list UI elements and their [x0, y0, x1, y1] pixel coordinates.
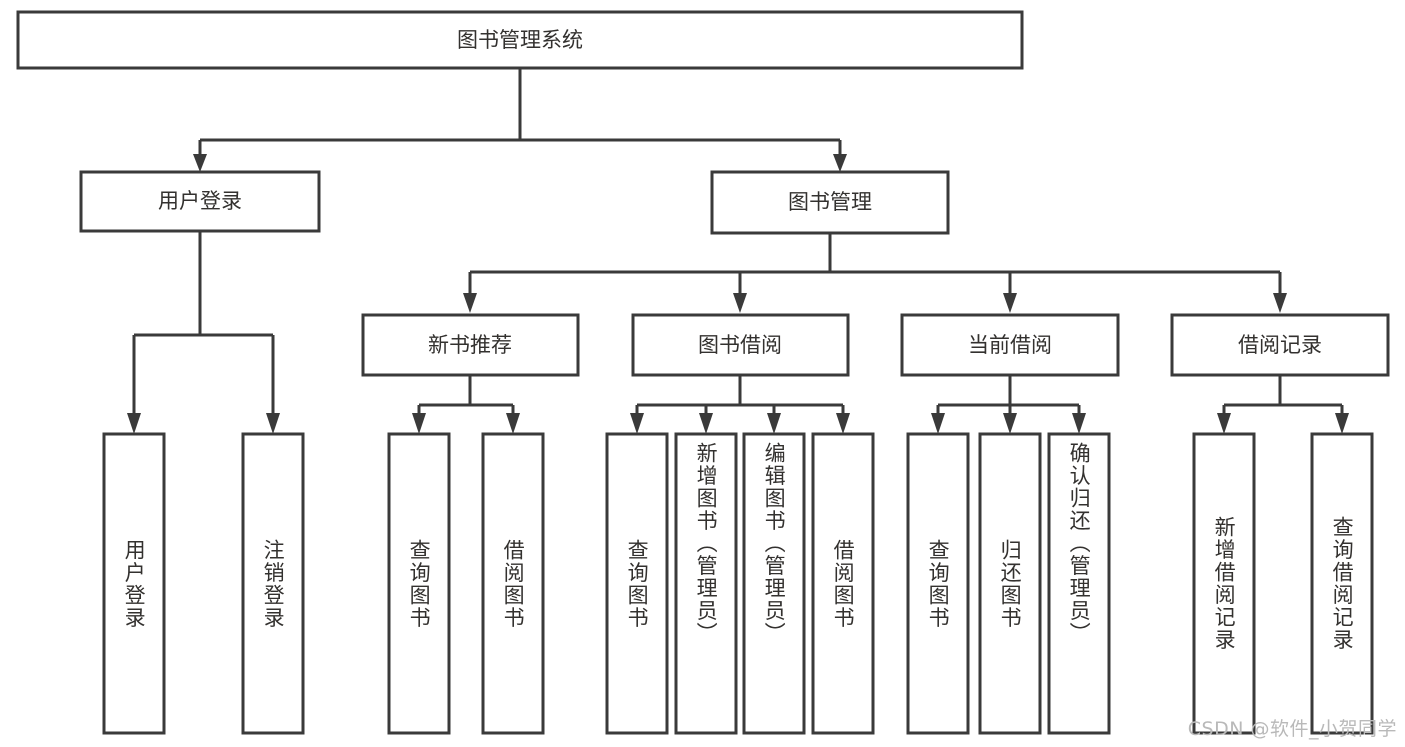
node-user-login[interactable]: 用户登录	[79, 170, 321, 233]
node-leaf-query-book-3[interactable]	[906, 432, 970, 735]
connector-book-borrow-to-leaves	[630, 375, 850, 434]
node-user-login-label: 用户登录	[158, 189, 242, 213]
node-root[interactable]: 图书管理系统	[16, 10, 1024, 70]
arrow-to-book-manage	[833, 154, 847, 172]
node-current-borrow[interactable]: 当前借阅	[900, 313, 1120, 377]
connector-root-to-level2	[193, 68, 847, 172]
node-new-book-rec[interactable]: 新书推荐	[361, 313, 580, 377]
node-leaf-edit-book[interactable]	[742, 432, 806, 735]
connector-book-manage-to-level3	[463, 233, 1287, 313]
arrow-to-user-login	[193, 154, 207, 172]
node-leaf-user-login[interactable]	[102, 432, 166, 735]
csdn-watermark: CSDN @软件_小贺同学	[1187, 718, 1397, 740]
node-book-manage[interactable]: 图书管理	[710, 170, 950, 235]
node-root-label: 图书管理系统	[457, 28, 583, 52]
node-leaf-return-book[interactable]	[978, 432, 1042, 735]
node-book-borrow[interactable]: 图书借阅	[631, 313, 850, 377]
node-new-book-rec-label: 新书推荐	[428, 333, 512, 357]
node-leaf-add-book[interactable]	[674, 432, 738, 735]
node-leaf-user-logout[interactable]	[241, 432, 305, 735]
connector-user-login-to-leaves	[127, 231, 280, 434]
node-leaf-query-book-1[interactable]	[387, 432, 451, 735]
node-borrow-record[interactable]: 借阅记录	[1170, 313, 1390, 377]
connector-borrow-record-to-leaves	[1217, 375, 1349, 434]
node-leaf-confirm-return[interactable]	[1047, 432, 1111, 735]
node-borrow-record-label: 借阅记录	[1238, 333, 1322, 357]
node-leaf-query-record[interactable]	[1310, 432, 1374, 735]
node-leaf-borrow-book-2[interactable]	[811, 432, 875, 735]
node-leaf-borrow-book-1[interactable]	[481, 432, 545, 735]
node-book-manage-label: 图书管理	[788, 190, 872, 214]
node-leaf-query-book-2[interactable]	[605, 432, 669, 735]
node-book-borrow-label: 图书借阅	[698, 333, 782, 357]
node-leaf-add-record[interactable]	[1192, 432, 1256, 735]
connector-current-borrow-to-leaves	[931, 375, 1086, 434]
connector-new-book-rec-to-leaves	[412, 375, 520, 434]
node-current-borrow-label: 当前借阅	[968, 333, 1052, 357]
